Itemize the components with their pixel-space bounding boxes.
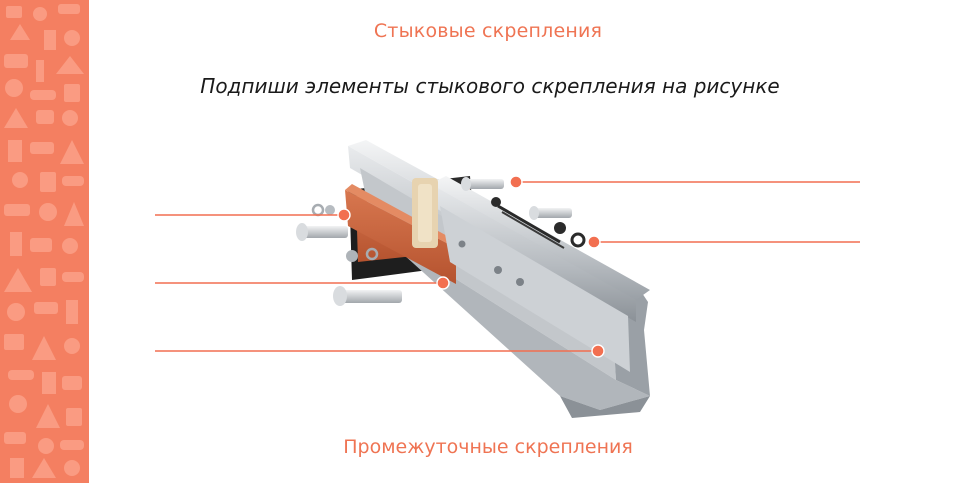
label-line-1[interactable] — [509, 175, 860, 189]
bolt-3 — [461, 177, 504, 191]
label-line-3[interactable] — [587, 235, 860, 249]
next-topic-link[interactable]: Промежуточные скрепления — [343, 436, 633, 458]
nuts-and-washers — [311, 197, 586, 262]
bolt-1 — [296, 223, 348, 241]
label-line-5[interactable] — [155, 344, 605, 358]
bolt-4 — [529, 206, 572, 220]
joint-gap-insert — [412, 178, 438, 248]
decorative-sidebar — [0, 0, 89, 483]
task-instruction: Подпиши элементы стыкового скрепления на… — [200, 74, 780, 98]
spring-washers — [497, 204, 565, 249]
label-line-4[interactable] — [155, 276, 450, 290]
label-line-2[interactable] — [155, 208, 351, 222]
sidebar-pattern-icon — [4, 4, 84, 478]
page-title: Стыковые скрепления — [373, 20, 603, 42]
bolt-2 — [333, 286, 402, 306]
rail-second-segment — [430, 176, 650, 372]
